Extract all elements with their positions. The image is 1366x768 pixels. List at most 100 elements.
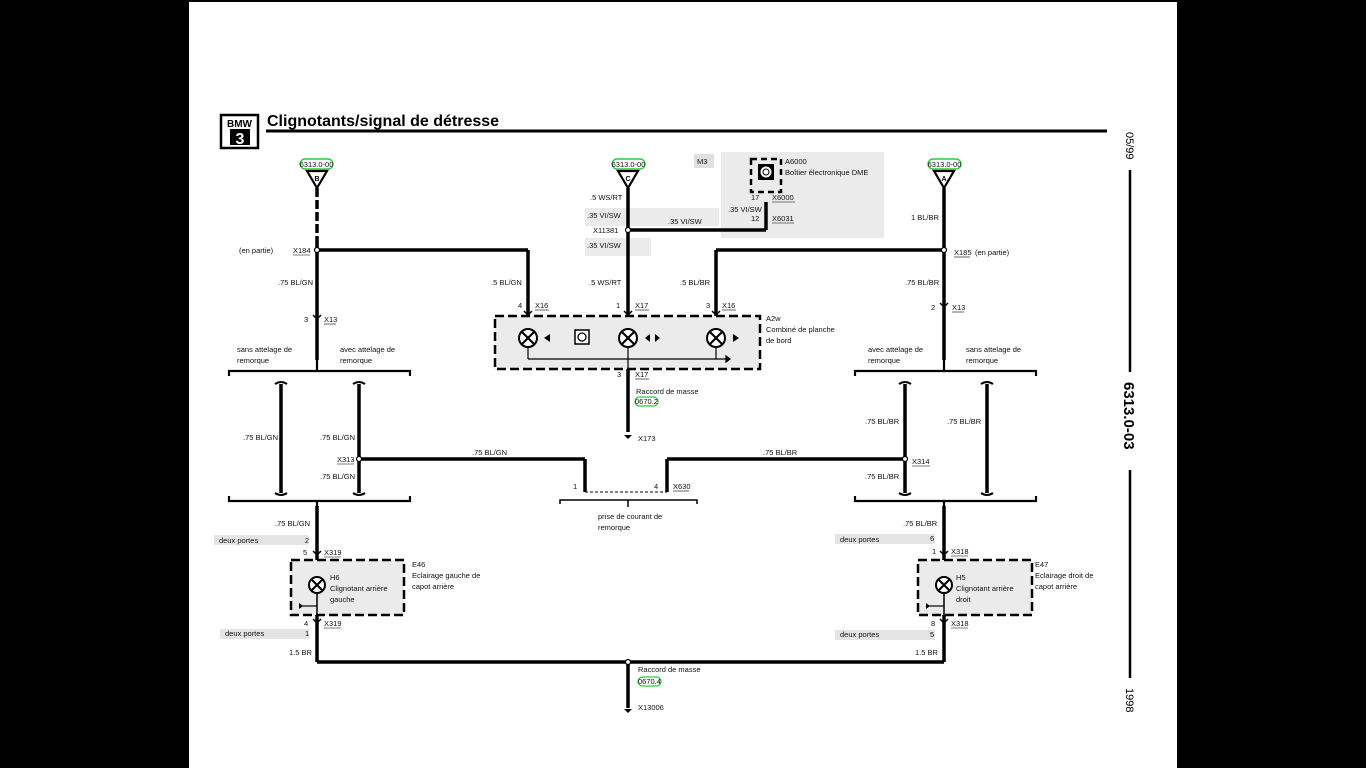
x318-top: X318 (951, 547, 969, 556)
right-wire-down: .75 BL/BR (903, 519, 938, 528)
ref-b-label: 6313.0-00 (300, 160, 334, 169)
mass-ref-top[interactable]: 0670.2 (634, 396, 659, 407)
right-sans-1: sans attelage de (966, 345, 1021, 354)
trailer-wire-left: .75 BL/GN (472, 448, 507, 457)
x318-bottom: X318 (951, 619, 969, 628)
right-deux-portes-1: deux portes (840, 535, 879, 544)
left-sans-2: remorque (237, 356, 269, 365)
left-pin-4: 4 (304, 619, 308, 628)
right-wire-avec: .75 BL/BR (865, 417, 900, 426)
ref-a-label: 6313.0-00 (928, 160, 962, 169)
right-lamp-desc-1: Eclairage droit de (1035, 571, 1093, 580)
left-lamp-desc-2: capot arrière (412, 582, 454, 591)
right-val-5: 5 (930, 630, 934, 639)
pin-3-x16: 3 (706, 301, 710, 310)
right-wire-1: 1 BL/BR (911, 213, 940, 222)
right-pin-2: 2 (931, 303, 935, 312)
right-h-name-1: Clignotant arrière (956, 584, 1014, 593)
right-option-bracket-top (853, 360, 1038, 376)
bmw3-logo: BMW 3 (219, 113, 260, 150)
dme-id: A6000 (785, 157, 807, 166)
right-avec-2: remorque (868, 356, 900, 365)
left-h-id: H6 (330, 573, 340, 582)
right-avec-1: avec attelage de (868, 345, 923, 354)
m3-tag-box (694, 154, 714, 168)
svg-text:C: C (625, 176, 630, 183)
trailer-pin-1: 1 (573, 482, 577, 491)
right-option-bracket-bottom (853, 496, 1038, 508)
dme-pin12: 12 (751, 214, 759, 223)
left-en-partie: (en partie) (239, 246, 274, 255)
wire-vi-sw-3: .35 VI/SW (587, 241, 622, 250)
right-lamp-id: E47 (1035, 560, 1048, 569)
dme-x6000: X6000 (772, 193, 794, 202)
left-lamp-desc-1: Eclairage gauche de (412, 571, 480, 580)
left-rear-indicator-bulb-icon (299, 576, 326, 615)
right-wire-avec-2: .75 BL/BR (865, 472, 900, 481)
left-lamp-id: E46 (412, 560, 425, 569)
left-avec-2: remorque (340, 356, 372, 365)
logo-series: 3 (236, 131, 245, 148)
mass-ref-bottom[interactable]: 0670.4 (637, 676, 662, 687)
right-pin-1: 1 (932, 547, 936, 556)
x314-label: X314 (912, 457, 930, 466)
x319-top: X319 (324, 548, 342, 557)
right-x13: X13 (952, 303, 965, 312)
wire-bl-br-center: .5 BL/BR (680, 278, 711, 287)
schematic-sheet: BMW 3 Clignotants/signal de détresse 05/… (189, 2, 1177, 768)
x173-label: X173 (638, 434, 656, 443)
wiring-diagram: BMW 3 Clignotants/signal de détresse 05/… (214, 113, 1137, 713)
junction-dots (313, 226, 948, 666)
left-deux-portes-2: deux portes (225, 629, 264, 638)
mass-label-top: Raccord de masse (636, 387, 699, 396)
trailer-name-1: prise de courant de (598, 512, 662, 521)
dme-wire: .35 VI/SW (728, 205, 763, 214)
x11381-label: X11381 (593, 226, 618, 235)
x17-bottom: X17 (635, 370, 648, 379)
x16-left: X16 (535, 301, 548, 310)
right-lamp-desc-2: capot arrière (1035, 582, 1077, 591)
wire-vi-sw-2: .35 VI/SW (668, 217, 703, 226)
cluster-name-2: de bord (766, 336, 791, 345)
trailer-socket-bracket (559, 499, 698, 507)
left-option-bracket-top (227, 360, 412, 376)
right-h-name-2: droit (956, 595, 972, 604)
mass-label-bottom: Raccord de masse (638, 665, 701, 674)
left-wire-avec: .75 BL/GN (320, 433, 355, 442)
wire-bl-gn-center: .5 BL/GN (491, 278, 522, 287)
left-option-bracket-bottom (227, 496, 412, 508)
ref-b[interactable]: 6313.0-00 (299, 158, 334, 170)
dme-module-box (749, 157, 783, 194)
right-wire-2: .75 BL/BR (905, 278, 940, 287)
cluster-id: A2w (766, 314, 781, 323)
x17-top: X17 (635, 301, 648, 310)
ref-a[interactable]: 6313.0-00 (927, 158, 962, 170)
hazard-lamp-icon (618, 328, 660, 348)
left-val-2: 2 (305, 536, 309, 545)
x16-right: X16 (722, 301, 735, 310)
left-wire-down: .75 BL/GN (275, 519, 310, 528)
wire-ws-rt-center: .5 WS/RT (589, 278, 622, 287)
left-avec-1: avec attelage de (340, 345, 395, 354)
side-code: 6313.0-03 (1120, 382, 1137, 450)
ref-c[interactable]: 6313.0-00 (611, 158, 646, 170)
left-wire-sans: .75 BL/GN (243, 433, 278, 442)
left-sans-1: sans attelage de (237, 345, 292, 354)
wire-vi-sw-1: .35 VI/SW (587, 211, 622, 220)
side-year: 1998 (1123, 688, 1135, 712)
left-x13: X13 (324, 315, 337, 324)
right-val-6: 6 (930, 534, 934, 543)
right-pin-8: 8 (931, 619, 935, 628)
wires (279, 188, 989, 708)
dme-name: Boîtier électronique DME (785, 168, 868, 177)
left-wire-gnd: 1.5 BR (289, 648, 313, 657)
page-title: Clignotants/signal de détresse (267, 113, 499, 130)
connector-a: A (932, 169, 956, 191)
left-wire-1: .75 BL/GN (278, 278, 313, 287)
x313-label: X313 (337, 455, 355, 464)
svg-text:A: A (941, 176, 946, 183)
connector-b: B (305, 169, 329, 191)
dme-module-icon (758, 164, 774, 180)
pin-1-x17: 1 (616, 301, 620, 310)
right-sans-2: remorque (966, 356, 998, 365)
